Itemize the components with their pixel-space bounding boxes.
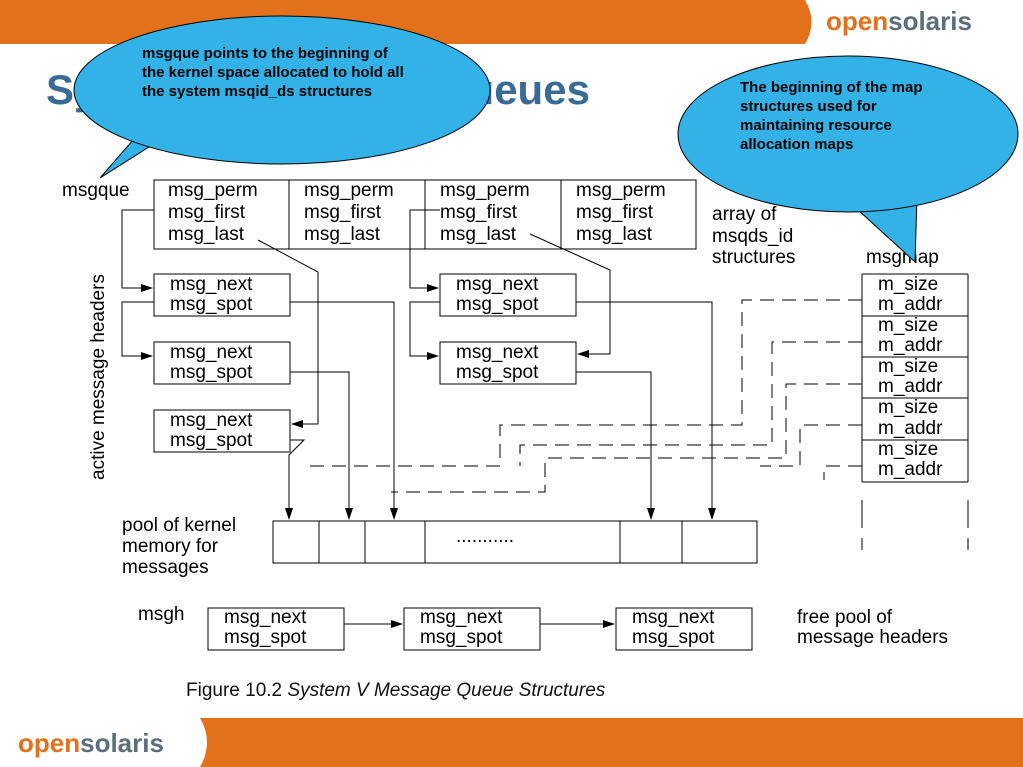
svg-text:msg_next: msg_next: [456, 274, 539, 295]
msgh-label: msgh: [138, 604, 184, 625]
free-header-3: msg_next msg_spot: [615, 607, 753, 651]
svg-text:msg_first: msg_first: [168, 202, 246, 223]
msqid-entry-3: msg_perm msg_first msg_last: [440, 180, 530, 245]
svg-text:m_addr: m_addr: [878, 418, 943, 439]
svg-text:m_size: m_size: [878, 315, 938, 336]
svg-text:msg_next: msg_next: [170, 410, 253, 431]
svg-text:pool of kernel: pool of kernel: [122, 515, 236, 536]
array-label: array of msqds_id structures: [712, 204, 795, 268]
svg-text:msg_spot: msg_spot: [456, 294, 539, 315]
svg-text:msg_next: msg_next: [632, 607, 715, 628]
msgque-label: msgque: [62, 180, 130, 201]
msqid-entry-2: msg_perm msg_first msg_last: [304, 180, 394, 245]
header-box-1: msg_next msg_spot: [153, 273, 291, 317]
bottom-banner: [0, 718, 1023, 767]
svg-text:m_size: m_size: [878, 356, 938, 377]
svg-text:msg_perm: msg_perm: [440, 180, 530, 201]
msgmap-label: msgmap: [866, 247, 939, 268]
svg-text:message headers: message headers: [797, 627, 948, 648]
svg-text:m_size: m_size: [878, 439, 938, 460]
svg-text:msg_next: msg_next: [224, 607, 307, 628]
svg-text:msg_spot: msg_spot: [170, 362, 253, 383]
connectors: [121, 209, 716, 628]
svg-text:msg_spot: msg_spot: [170, 430, 253, 451]
svg-text:m_addr: m_addr: [878, 459, 943, 480]
svg-text:messages: messages: [122, 557, 209, 578]
svg-text:msg_next: msg_next: [170, 342, 253, 363]
svg-text:msg_spot: msg_spot: [420, 627, 503, 648]
svg-text:msg_spot: msg_spot: [456, 362, 539, 383]
svg-text:msg_next: msg_next: [170, 274, 253, 295]
free-header-1: msg_next msg_spot: [207, 607, 345, 651]
figure-title: System V Message Queue Structures: [287, 680, 606, 701]
kernel-memory-pool: ...........: [272, 520, 758, 564]
svg-text:msg_perm: msg_perm: [168, 180, 258, 201]
pool-label: pool of kernel memory for messages: [122, 515, 236, 578]
msgmap-table: m_size m_addr m_size m_addr m_size m_add…: [861, 273, 969, 550]
svg-text:msg_next: msg_next: [420, 607, 503, 628]
msqid-entry-4: msg_perm msg_first msg_last: [576, 180, 666, 245]
map-dashed-lines: [304, 299, 862, 493]
svg-text:msg_perm: msg_perm: [576, 180, 666, 201]
callout-bubble-left: [73, 15, 491, 179]
svg-text:array of: array of: [712, 204, 777, 225]
svg-text:m_size: m_size: [878, 397, 938, 418]
figure-number: Figure 10.2: [186, 680, 283, 701]
svg-text:m_addr: m_addr: [878, 376, 943, 397]
svg-text:msg_next: msg_next: [456, 342, 539, 363]
callout-left-text: msgque points to the beginning of the ke…: [142, 45, 404, 100]
callout-bubble-right: [677, 55, 1019, 264]
active-headers-label: active message headers: [88, 274, 109, 480]
svg-text:msg_last: msg_last: [440, 224, 517, 245]
svg-text:m_addr: m_addr: [878, 294, 943, 315]
header-box-3: msg_next msg_spot: [153, 409, 291, 453]
svg-text:m_size: m_size: [878, 274, 938, 295]
svg-text:free pool of: free pool of: [797, 607, 893, 628]
free-header-2: msg_next msg_spot: [403, 607, 541, 651]
svg-text:memory for: memory for: [122, 536, 219, 557]
svg-text:msg_last: msg_last: [304, 224, 381, 245]
svg-text:msg_first: msg_first: [304, 202, 382, 223]
header-box-5: msg_next msg_spot: [439, 341, 577, 385]
svg-text:msg_spot: msg_spot: [632, 627, 715, 648]
svg-text:msg_perm: msg_perm: [304, 180, 394, 201]
svg-text:msg_last: msg_last: [168, 224, 245, 245]
free-pool-label: free pool of message headers: [797, 607, 948, 648]
svg-text:msqds_id: msqds_id: [712, 226, 793, 247]
svg-text:m_addr: m_addr: [878, 335, 943, 356]
svg-text:msg_first: msg_first: [576, 202, 654, 223]
opensolaris-logo-top: opensolaris: [826, 6, 972, 36]
svg-text:structures: structures: [712, 247, 795, 268]
svg-text:msg_spot: msg_spot: [170, 294, 253, 315]
opensolaris-logo-bottom: opensolaris: [18, 728, 164, 758]
callout-right-text: The beginning of the map structures used…: [740, 79, 923, 153]
svg-text:...........: ...........: [456, 526, 514, 547]
msqid-entry-1: msg_perm msg_first msg_last: [168, 180, 258, 245]
header-box-2: msg_next msg_spot: [153, 341, 291, 385]
svg-text:msg_last: msg_last: [576, 224, 653, 245]
svg-text:msg_first: msg_first: [440, 202, 518, 223]
svg-text:msg_spot: msg_spot: [224, 627, 307, 648]
figure-caption: Figure 10.2 System V Message Queue Struc…: [186, 680, 605, 702]
header-box-4: msg_next msg_spot: [439, 273, 577, 317]
